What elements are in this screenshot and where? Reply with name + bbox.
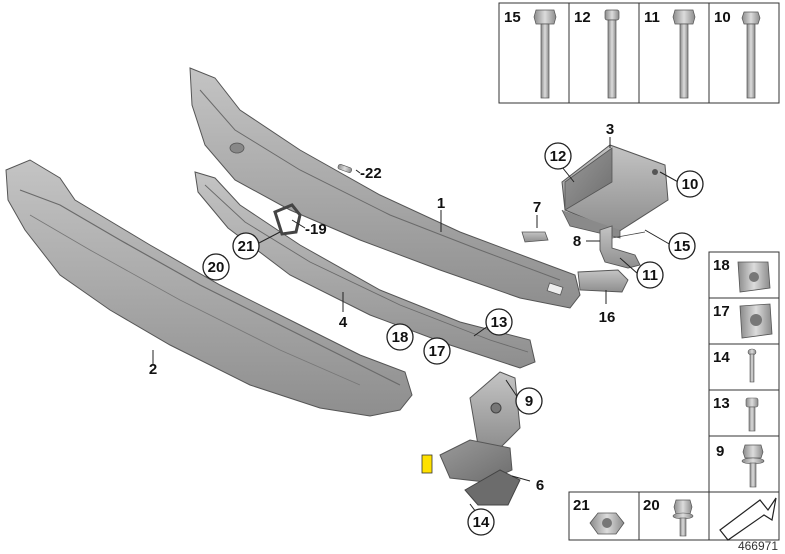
clip-nut-18-icon — [737, 261, 771, 293]
callout-9: 9 — [525, 393, 533, 410]
part-16-clip — [577, 269, 629, 293]
callout-7: 7 — [533, 199, 541, 216]
callout-14: 14 — [473, 514, 490, 531]
callout-circle-15 — [668, 232, 696, 260]
circled-callouts — [202, 142, 704, 536]
nut-21-icon — [589, 512, 625, 535]
callout-circle-14 — [467, 508, 495, 536]
callout-circle-12 — [544, 142, 572, 170]
bolt-11-icon — [672, 9, 696, 99]
callout-circle-13 — [485, 308, 513, 336]
callout-1: 1 — [437, 195, 445, 212]
callout-6: 6 — [536, 477, 544, 494]
fastener-label-13: 13 — [713, 395, 730, 412]
callout-circle-20 — [202, 253, 230, 281]
clip-nut-17-icon — [739, 303, 773, 339]
fastener-panel-side: 18 17 14 13 9 — [708, 251, 780, 493]
callout-15: 15 — [674, 238, 691, 255]
bolt-10-icon — [741, 11, 761, 99]
callout-circle-17 — [423, 337, 451, 365]
callout-12: 12 — [550, 148, 567, 165]
callout-3: 3 — [606, 121, 614, 138]
document-id: 466971 — [738, 539, 778, 553]
fastener-label-20: 20 — [643, 497, 660, 514]
callout-2: 2 — [149, 361, 157, 378]
callout-17: 17 — [429, 343, 446, 360]
bolt-20-icon — [672, 499, 694, 537]
callout-13: 13 — [491, 314, 508, 331]
callout-21: 21 — [238, 238, 255, 255]
callout-19-number: 19 — [310, 221, 327, 238]
screw-14-icon — [747, 348, 757, 383]
fastener-label-14: 14 — [713, 349, 730, 366]
fastener-label-11: 11 — [644, 9, 660, 26]
callout-16: 16 — [599, 309, 616, 326]
callout-10: 10 — [682, 176, 699, 193]
fastener-label-9: 9 — [716, 443, 724, 460]
screw-13-icon — [745, 397, 759, 432]
callout-circle-18 — [386, 323, 414, 351]
bolt-15-icon — [533, 9, 557, 99]
fastener-panel-bottom: 21 20 — [568, 491, 780, 541]
callouts: 1 2 3 4 6 7 8 -22 -19 16 — [149, 121, 616, 494]
callout-circle-10 — [676, 170, 704, 198]
callout-8: 8 — [573, 233, 581, 250]
callout-circle-21 — [232, 232, 260, 260]
fastener-panel-top: 15 12 11 10 — [498, 2, 780, 104]
fastener-label-18: 18 — [713, 257, 730, 274]
callout-19: -19 — [305, 221, 327, 238]
fastener-label-10: 10 — [714, 9, 731, 26]
callout-22-number: 22 — [365, 165, 382, 182]
callout-20: 20 — [208, 259, 225, 276]
callout-22: -22 — [360, 165, 382, 182]
callout-18: 18 — [392, 329, 409, 346]
leader-lines — [152, 137, 681, 513]
part-3-bracket — [561, 144, 669, 239]
fastener-label-12: 12 — [574, 9, 591, 26]
part-7-clip — [521, 231, 549, 243]
part-9-mount — [469, 371, 521, 449]
circled-callout-labels: 12 10 15 11 21 20 18 17 13 9 14 — [208, 148, 699, 531]
part-22-pin — [337, 163, 352, 173]
bolt-9-icon — [741, 444, 765, 488]
part-6-tow-piece — [421, 439, 521, 506]
bolt-12-icon — [604, 9, 620, 99]
callout-11: 11 — [642, 267, 658, 284]
fastener-label-15: 15 — [504, 9, 521, 26]
part-1-bumper-carrier — [189, 67, 581, 309]
direction-arrow-icon — [719, 497, 777, 541]
part-8-bracket — [599, 225, 646, 269]
callout-circle-9 — [515, 387, 543, 415]
callout-circle-11 — [636, 261, 664, 289]
fastener-label-17: 17 — [713, 303, 730, 320]
callout-4: 4 — [339, 314, 348, 331]
part-2-deflector — [5, 159, 413, 417]
fastener-label-21: 21 — [573, 497, 590, 514]
